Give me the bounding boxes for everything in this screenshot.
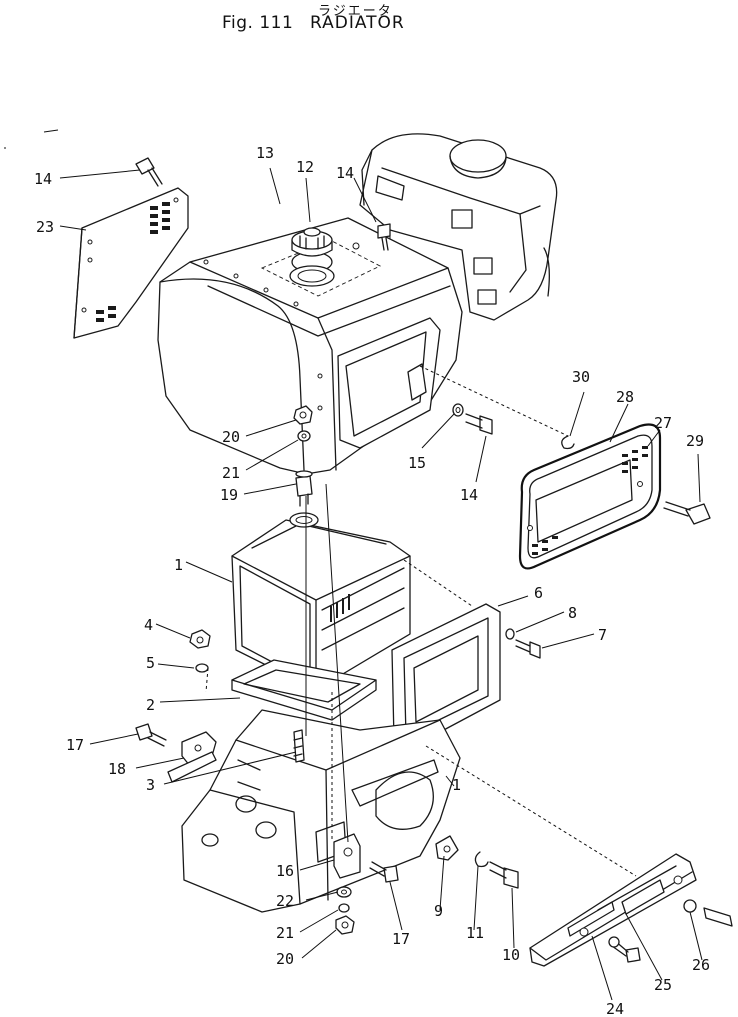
bolt-10	[489, 861, 519, 889]
callout-1: 1	[174, 556, 183, 574]
washer-11	[474, 851, 489, 868]
callout-10: 10	[502, 946, 520, 964]
radiator-core-1	[231, 512, 411, 691]
screw-24	[608, 936, 641, 963]
callout-12: 12	[296, 158, 314, 176]
base-plate-2	[231, 659, 377, 721]
callout-7: 7	[598, 626, 607, 644]
bolt-14-cover	[377, 223, 391, 251]
callout-3: 3	[146, 776, 155, 794]
counterweight-24	[529, 853, 697, 967]
nut-20-upper	[293, 405, 313, 425]
callout-2: 2	[146, 696, 155, 714]
callout-24: 24	[606, 1000, 624, 1017]
callout-6: 6	[534, 584, 543, 602]
callout-14: 14	[336, 164, 354, 182]
callout-5: 5	[146, 654, 155, 672]
callout-16: 16	[276, 862, 294, 880]
callout-28: 28	[616, 388, 634, 406]
callout-11: 11	[466, 924, 484, 942]
filler-cap-12	[289, 227, 335, 287]
callout-19: 19	[220, 486, 238, 504]
callout-17: 17	[392, 930, 410, 948]
bolt-26	[683, 899, 733, 927]
washer-21-lower	[338, 903, 350, 913]
callout-30: 30	[572, 368, 590, 386]
stud-3	[293, 729, 305, 763]
callout-8: 8	[568, 604, 577, 622]
side-screen-28	[518, 423, 662, 570]
callout-20: 20	[276, 950, 294, 968]
callout-15: 15	[408, 454, 426, 472]
side-panel-23	[73, 187, 189, 339]
figure-title-japanese: ラジエータ	[318, 4, 393, 19]
callout-13: 13	[256, 144, 274, 162]
bolt-14-center	[465, 413, 493, 435]
screw-29	[663, 501, 711, 525]
callout-labels: 14 23 13 12 14 30 28 27 29 20 21 15 14 1…	[34, 144, 710, 1017]
clip-30	[561, 435, 575, 450]
leader-lines	[59, 167, 703, 1001]
callout-22: 22	[276, 892, 294, 910]
figure-number: Fig. 111	[222, 13, 294, 33]
bracket-18	[167, 731, 217, 783]
callout-27: 27	[654, 414, 672, 432]
callout-14: 14	[34, 170, 52, 188]
washer-5	[195, 663, 209, 673]
callout-17: 17	[66, 736, 84, 754]
nut-4	[189, 629, 211, 649]
callout-25: 25	[654, 976, 672, 994]
clamp-9	[435, 835, 459, 861]
bolt-7	[515, 639, 541, 659]
bolt-17-lower	[369, 861, 399, 883]
callout-9: 9	[434, 902, 443, 920]
callout-29: 29	[686, 432, 704, 450]
engine-block-illustration	[181, 709, 461, 913]
bolt-17-left	[135, 723, 167, 747]
bolt-14-top-left	[135, 157, 163, 187]
callout-1: 1	[452, 776, 461, 794]
figure-title: RADIATOR	[310, 13, 405, 33]
callout-20: 20	[222, 428, 240, 446]
callout-18: 18	[108, 760, 126, 778]
plate-25	[621, 879, 665, 915]
callout-4: 4	[144, 616, 153, 634]
callout-21: 21	[222, 464, 240, 482]
callout-23: 23	[36, 218, 54, 236]
bracket-16	[333, 833, 361, 879]
washer-22	[336, 886, 352, 898]
callout-26: 26	[692, 956, 710, 974]
callout-21: 21	[276, 924, 294, 942]
washer-21-upper	[297, 430, 311, 442]
engine-hood-illustration	[359, 133, 558, 321]
washer-15	[452, 403, 464, 417]
callout-14: 14	[460, 486, 478, 504]
drain-cock-19	[295, 470, 313, 507]
nut-20-lower	[335, 915, 355, 935]
washer-8	[505, 628, 515, 640]
